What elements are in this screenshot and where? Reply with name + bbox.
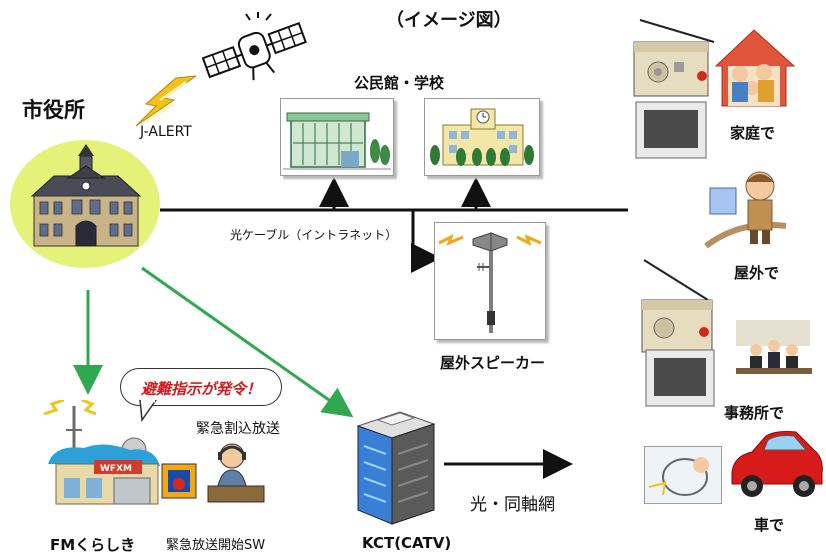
school-image — [424, 98, 540, 176]
fiber-cable-label: 光ケーブル（イントラネット） — [230, 228, 398, 242]
car-interior-image — [644, 446, 722, 504]
person-outdoor-icon — [704, 171, 787, 249]
green-arrow-kct — [141, 266, 354, 418]
fiber-branch-speaker — [411, 210, 441, 273]
destination-outdoor-label: 屋外で — [734, 264, 780, 282]
destination-home-label: 家庭で — [730, 124, 776, 142]
bubble-tail — [139, 400, 157, 422]
school-building-icon — [430, 108, 534, 166]
emergency-switch-label: 緊急放送開始SW — [166, 538, 266, 553]
network-label: 光・同軸網 — [470, 495, 555, 515]
tv-home-icon — [635, 101, 707, 159]
destination-office-label: 事務所で — [724, 404, 785, 422]
red-car-icon — [731, 431, 823, 497]
radio-receiver-office-icon — [641, 259, 713, 353]
outdoor-speaker-image — [434, 222, 546, 340]
public-hall-building-icon — [283, 112, 391, 170]
outdoor-speaker-label: 屋外スピーカー — [440, 354, 546, 372]
city-hall-label: 市役所 — [22, 98, 85, 122]
speaker-pole-icon — [438, 232, 542, 333]
fm-station-icon: WFXM — [43, 400, 160, 505]
fm-kurashiki-label: FMくらしき — [50, 536, 136, 554]
satellite-icon — [201, 12, 307, 81]
office-meeting-icon — [736, 320, 812, 374]
destination-car-label: 車で — [754, 516, 785, 534]
diagram-caption: （イメージ図） — [386, 10, 512, 31]
jalert-label: J-ALERT — [140, 124, 192, 140]
emergency-switch-icon — [161, 463, 197, 499]
emergency-interrupt-label: 緊急割込放送 — [196, 421, 280, 437]
car-radio-icon — [645, 447, 721, 503]
announcer-icon — [207, 443, 265, 503]
public-facilities-label: 公民館・学校 — [354, 74, 445, 92]
family-home-icon — [714, 29, 796, 107]
lightning-bolt-icon — [135, 75, 197, 127]
kct-building-icon — [356, 411, 436, 525]
fm-sign-text: WFXM — [100, 464, 132, 474]
city-hall-building-icon — [30, 144, 142, 247]
kct-label: KCT(CATV) — [362, 534, 452, 552]
alert-bubble-text: 避難指示が発令！ — [141, 380, 262, 398]
radio-receiver-home-icon — [633, 19, 715, 97]
tv-office-icon — [645, 349, 715, 407]
public-hall-image — [280, 98, 394, 176]
